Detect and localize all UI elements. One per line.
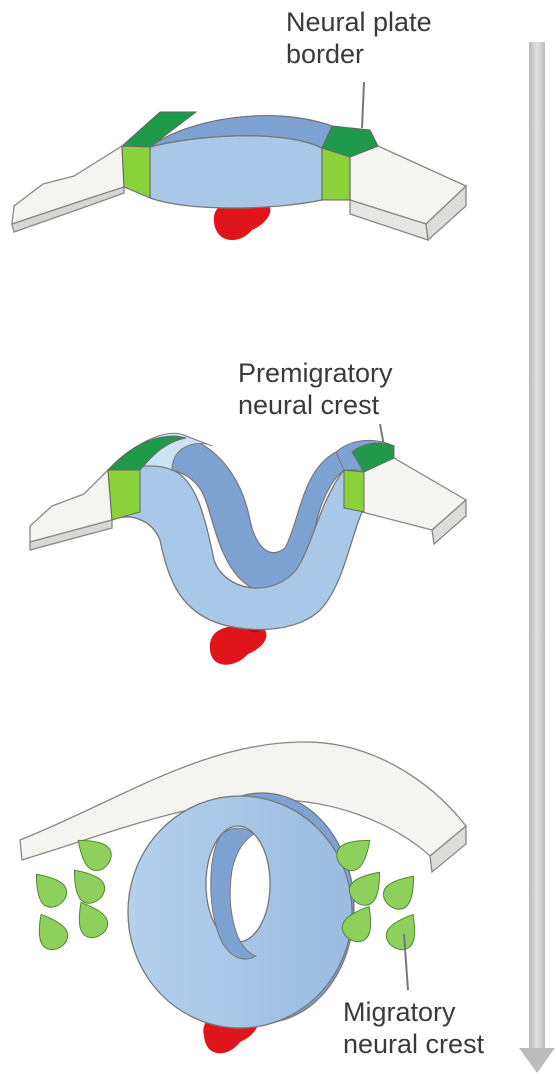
- neural-plate-folded: [108, 433, 394, 629]
- neural-plate: [150, 116, 333, 208]
- stage-neural-folds: [30, 424, 466, 665]
- label-neural-plate-border: Neural plate border: [286, 6, 432, 70]
- label-premigratory-neural-crest: Premigratory neural crest: [238, 357, 393, 421]
- notochord: [210, 626, 267, 665]
- leader-line-border: [362, 82, 364, 128]
- ectoderm-left: [12, 146, 124, 232]
- label-migratory-neural-crest: Migratory neural crest: [343, 996, 484, 1060]
- crest-cell: [378, 867, 424, 914]
- stage-neural-plate: [12, 82, 466, 240]
- neural-tube: [128, 793, 354, 1028]
- time-arrow: [519, 42, 555, 1073]
- crest-cell: [26, 865, 72, 912]
- crest-cell: [382, 907, 425, 954]
- ectoderm-right: [362, 458, 466, 544]
- crest-cell: [29, 907, 72, 954]
- ectoderm-left: [30, 470, 112, 550]
- ectoderm-right: [350, 146, 466, 240]
